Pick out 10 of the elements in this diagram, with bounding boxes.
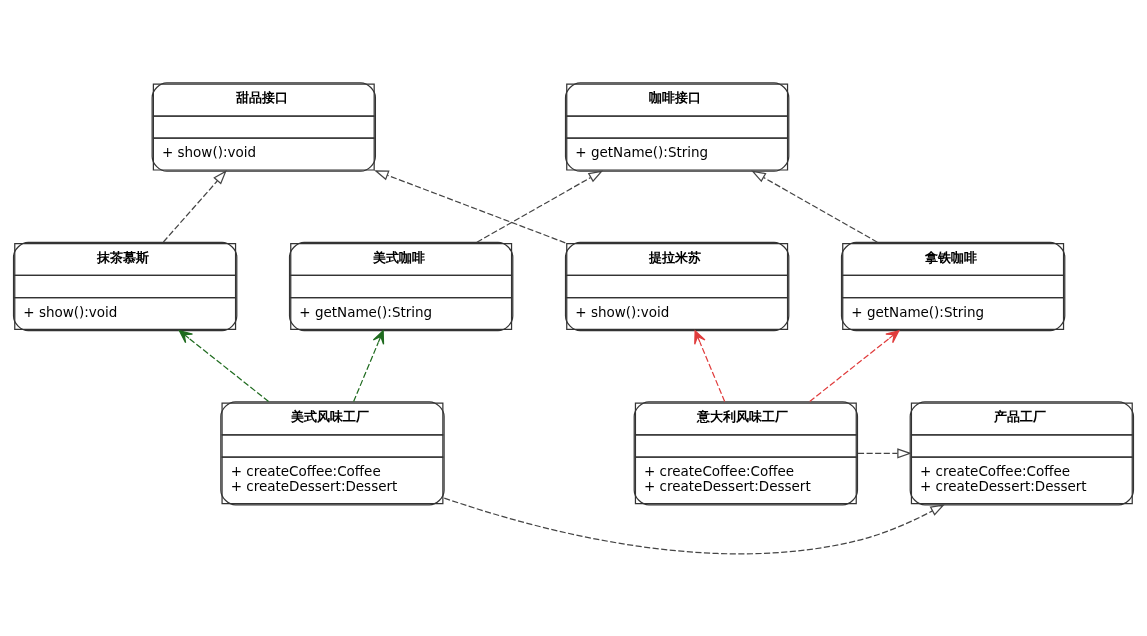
arrow — [374, 169, 566, 243]
arrow — [809, 329, 900, 402]
arrow — [751, 169, 878, 243]
arrow — [857, 447, 912, 458]
arrow — [694, 329, 726, 402]
arrow — [476, 169, 604, 243]
arrow — [353, 329, 385, 402]
arrow — [443, 497, 946, 554]
arrow — [178, 329, 270, 402]
arrow — [162, 169, 227, 243]
